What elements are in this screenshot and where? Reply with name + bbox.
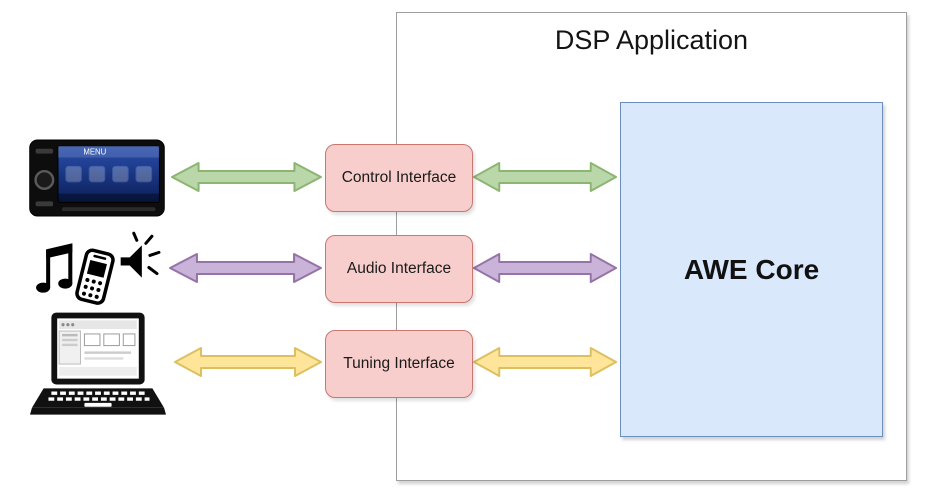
awe-core-box: AWE Core	[620, 102, 883, 437]
control-right-arrow-icon	[472, 162, 618, 192]
audio-left-arrow-icon	[169, 253, 322, 283]
tuning-left-arrow-icon	[174, 347, 322, 377]
audio-right-arrow-icon	[472, 253, 618, 283]
audio-sources-icon	[36, 231, 161, 305]
music-notes-icon	[36, 243, 73, 293]
control-interface-box: Control Interface	[325, 144, 473, 212]
awe-core-label: AWE Core	[683, 253, 820, 285]
speaker-icon	[120, 231, 161, 278]
tuning-right-arrow-icon	[472, 347, 618, 377]
laptop-icon	[30, 312, 166, 415]
car-stereo-icon: MENU	[29, 139, 165, 217]
tuning-interface-box: Tuning Interface	[325, 330, 473, 398]
control-left-arrow-icon	[171, 162, 322, 192]
audio-interface-label: Audio Interface	[346, 260, 452, 277]
audio-interface-box: Audio Interface	[325, 235, 473, 303]
control-interface-label: Control Interface	[341, 169, 457, 186]
tuning-interface-label: Tuning Interface	[343, 355, 455, 372]
car-stereo-screen-text: MENU	[83, 148, 106, 157]
phone-icon	[75, 248, 115, 305]
dsp-application-title: DSP Application	[554, 25, 749, 55]
